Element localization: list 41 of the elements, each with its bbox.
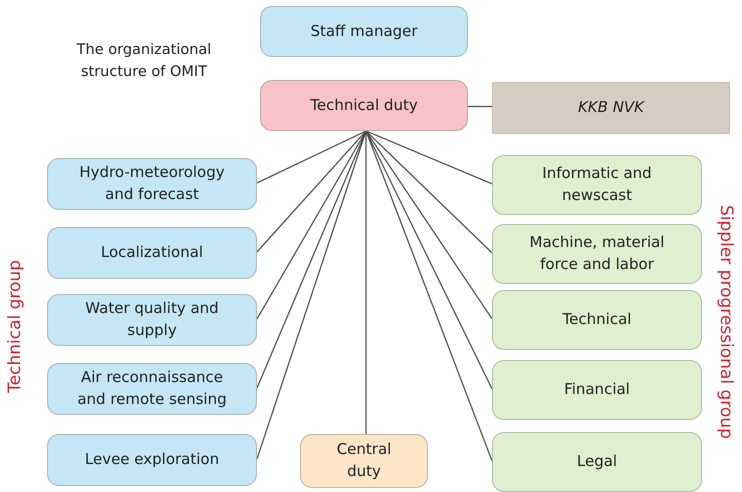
unit-box (47, 363, 257, 415)
connector-line (366, 130, 492, 320)
unit-name: Informatic and newscast (541, 163, 653, 206)
unit-name: Central duty (336, 439, 392, 482)
unit-box (492, 290, 702, 350)
connector-line (365, 131, 367, 434)
connector-line (366, 130, 492, 254)
unit-box (260, 6, 468, 57)
connector-line (256, 130, 367, 460)
external-body-box (492, 82, 730, 134)
unit-box (492, 155, 702, 215)
unit-name: Staff manager (310, 20, 418, 42)
unit-box (47, 294, 257, 346)
unit-box (492, 360, 702, 420)
connector-line (365, 130, 493, 462)
unit-box (300, 434, 428, 488)
unit-box (47, 158, 257, 210)
diagram-heading: The organizational structure of OMIT (76, 41, 212, 82)
unit-box (47, 434, 257, 486)
connector-line (256, 130, 367, 320)
connector-line (256, 130, 366, 184)
unit-name: Localizational (100, 242, 204, 264)
unit-name: Levee exploration (84, 449, 220, 470)
unit-box (492, 432, 702, 492)
unit-box (260, 80, 468, 131)
unit-box (492, 224, 702, 284)
unit-box (47, 227, 257, 279)
unit-name: Technical (562, 309, 632, 330)
unit-name: Financial (564, 379, 630, 400)
unit-name: Water quality and supply (84, 298, 220, 341)
unit-name: Machine, material force and labor (528, 232, 666, 275)
unit-name: Technical duty (310, 94, 418, 116)
unit-name: Hydro-meteorology and forecast (78, 162, 226, 205)
connector-line (256, 130, 366, 252)
group-label: Technical group (5, 260, 25, 393)
group-label: Sippler progressional group (716, 205, 736, 439)
unit-name: Legal (576, 451, 618, 472)
unit-name: Air reconnaissance and remote sensing (76, 367, 228, 410)
connector-line (366, 130, 492, 184)
unit-name: KKB NVK (578, 97, 644, 118)
connector-line (468, 106, 492, 108)
